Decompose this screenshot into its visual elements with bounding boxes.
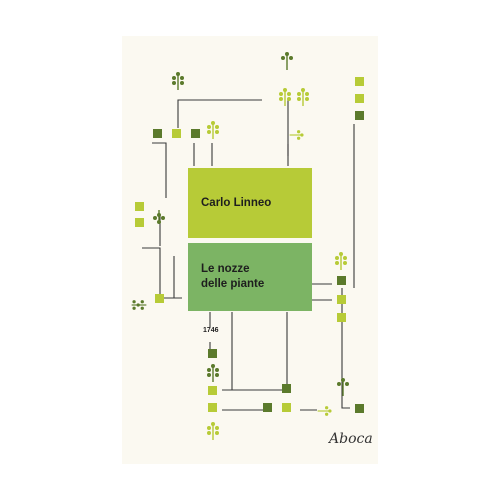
- tree-icon: [335, 252, 347, 270]
- tree-icon: [172, 72, 184, 90]
- book-cover: Carlo Linneo Le nozze delle piante 1746: [122, 36, 378, 464]
- square-icon: [135, 202, 144, 211]
- square-icon: [337, 276, 346, 285]
- square-icon: [263, 403, 272, 412]
- square-icon: [208, 386, 217, 395]
- year-label: 1746: [202, 327, 220, 334]
- tree-icon: [131, 300, 147, 310]
- square-icon: [282, 403, 291, 412]
- square-icon: [282, 384, 291, 393]
- connector-lines: [142, 99, 355, 411]
- square-icon: [191, 129, 200, 138]
- tree-icon: [207, 121, 219, 139]
- tree-icon: [337, 378, 349, 396]
- square-icon: [155, 294, 164, 303]
- author-name: Carlo Linneo: [201, 196, 272, 209]
- square-icon: [208, 349, 217, 358]
- square-icon: [355, 94, 364, 103]
- tree-icon: [279, 88, 291, 106]
- tree-icon: [281, 52, 293, 70]
- square-icon: [337, 313, 346, 322]
- title-line-1: Le nozze: [201, 263, 250, 275]
- tree-icon: [153, 210, 165, 224]
- title-block: Le nozze delle piante: [188, 243, 312, 311]
- square-icon: [355, 404, 364, 413]
- square-icon: [355, 111, 364, 120]
- square-icon: [208, 403, 217, 412]
- tree-icon: [207, 422, 219, 440]
- author-block: Carlo Linneo: [188, 168, 312, 238]
- tree-icon: [317, 406, 332, 416]
- tree-icon: [289, 130, 304, 140]
- square-icon: [337, 295, 346, 304]
- publisher-logo: Aboca: [329, 431, 373, 447]
- tree-icon: [297, 88, 309, 106]
- square-icon: [355, 77, 364, 86]
- title-line-2: delle piante: [201, 278, 265, 290]
- tree-icon: [207, 364, 219, 382]
- square-icon: [135, 218, 144, 227]
- square-icon: [153, 129, 162, 138]
- square-icon: [172, 129, 181, 138]
